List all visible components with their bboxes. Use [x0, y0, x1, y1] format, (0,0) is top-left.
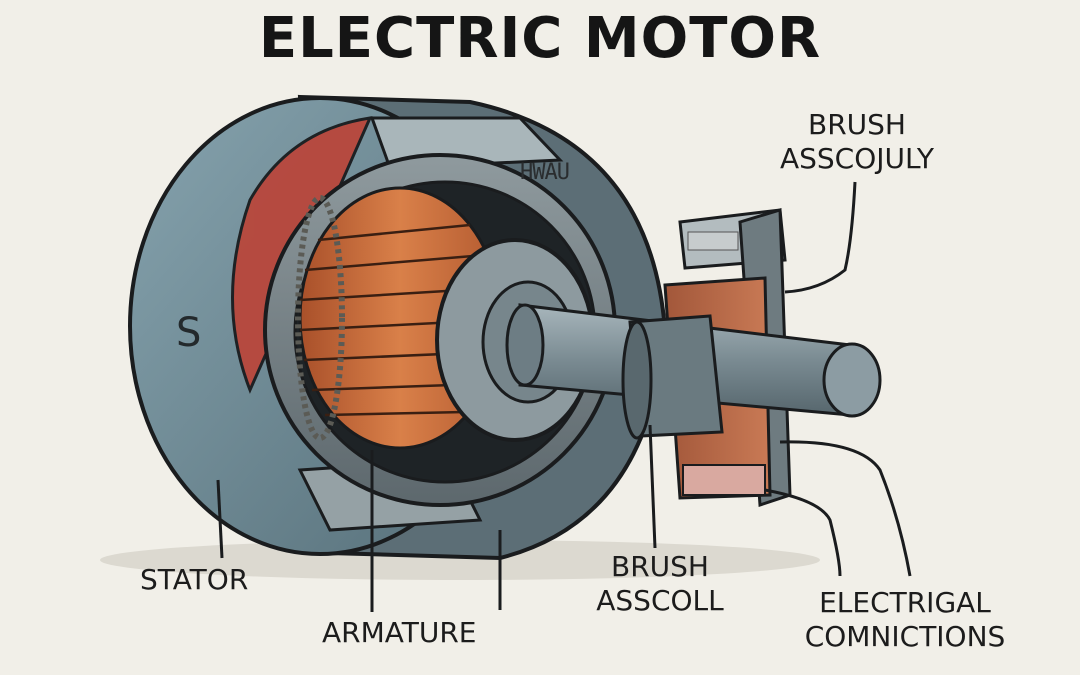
label-brush-assembly-bottom-line1: BRUSH	[611, 550, 709, 583]
label-electrical-connections-line1: ELECTRIGAL	[819, 586, 991, 619]
leader-brush-assembly-top	[784, 181, 857, 294]
pole-marker: S	[176, 310, 202, 356]
leader-connection-2	[779, 440, 912, 577]
label-electrical-connections-line2: COMNICTIONS	[804, 620, 1006, 653]
label-brush-assembly-bottom: BRUSH ASSCOLL	[560, 550, 760, 618]
label-electrical-connections: ELECTRIGAL COMNICTIONS	[790, 586, 1020, 654]
label-brush-assembly-bottom-line2: ASSCOLL	[596, 584, 724, 617]
motor-shaft	[505, 303, 882, 440]
housing-marking: HWAU	[520, 160, 570, 185]
label-brush-assembly-top: BRUSH ASSCOJULY	[752, 108, 962, 176]
leader-stator	[216, 479, 224, 559]
leader-connection-1	[764, 488, 842, 577]
leader-lines	[216, 181, 912, 612]
label-armature: ARMATURE	[322, 616, 477, 649]
leader-brush-assembly-bottom	[648, 424, 657, 549]
label-brush-assembly-top-line2: ASSCOJULY	[779, 142, 935, 175]
label-brush-assembly-top-line1: BRUSH	[808, 108, 906, 141]
diagram-title: ELECTRIC MOTOR	[258, 6, 822, 71]
label-stator: STATOR	[140, 563, 249, 596]
